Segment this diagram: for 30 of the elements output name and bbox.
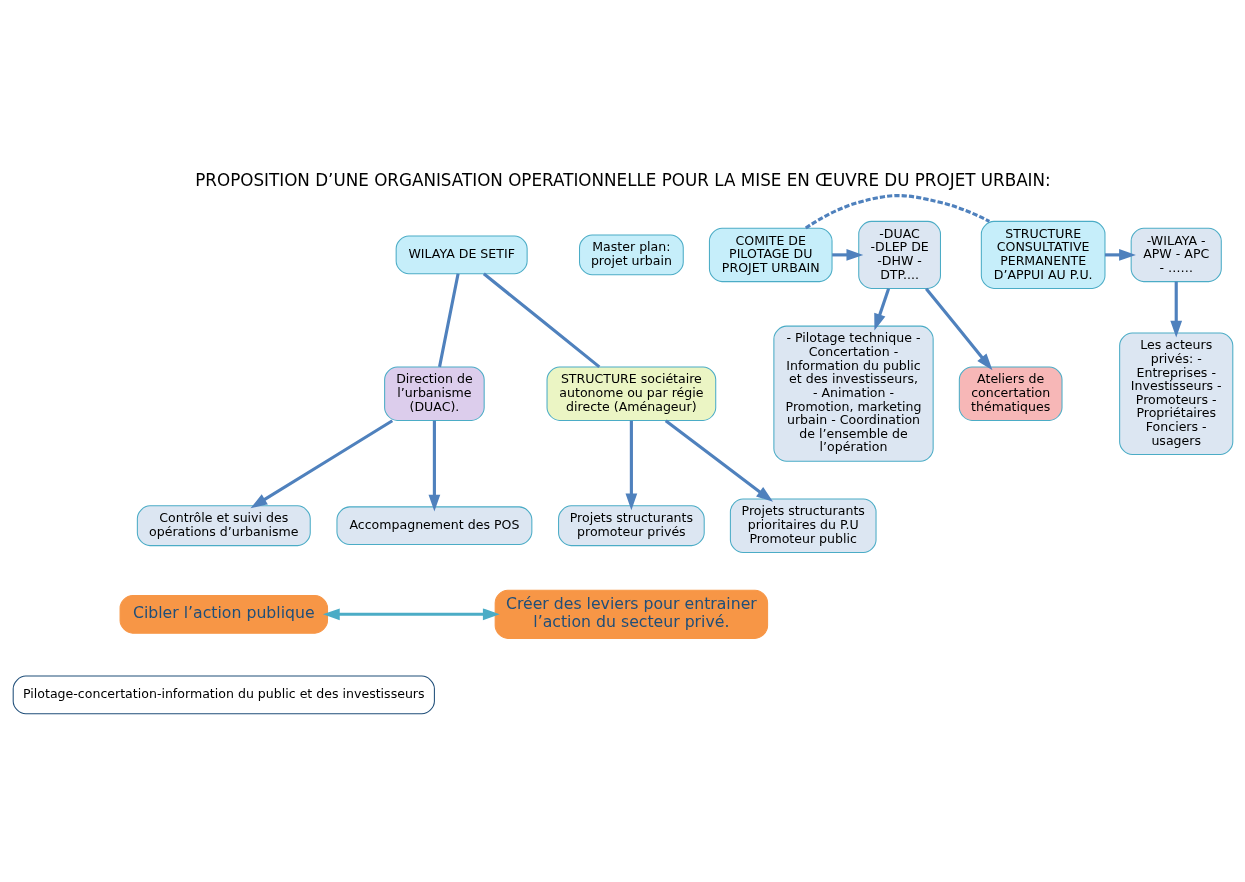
node-box: - Pilotage technique - Concertation - Information du public et des investisseurs, - Animation - Promotion, marketing urbain - Coordination de l’ensemble de l’opération xyxy=(772,325,934,462)
node-box: STRUCTURE sociétaire autonome ou par régie directe (Aménageur) xyxy=(546,366,716,421)
node-box: Créer des leviers pour entrainer l’action du secteur privé. xyxy=(494,589,768,639)
node-box: Accompagnement des POS xyxy=(335,506,532,546)
arrow xyxy=(428,420,440,512)
arrow xyxy=(873,288,890,331)
node-box: WILAYA DE SETIF xyxy=(395,235,528,275)
node-box: Master plan: projet urbain xyxy=(578,234,684,276)
node-box: STRUCTURE CONSULTATIVE PERMANENTE D’APPUI AU P.U. xyxy=(980,220,1105,289)
connector xyxy=(482,272,600,369)
node-box: Les acteurs privés: - Entreprises - Investisseurs - Promoteurs - Propriétaires Fonciers - usagers xyxy=(1118,332,1233,455)
node-box: Projets structurants prioritaires du P.U Promoteur public xyxy=(729,498,877,553)
arrow xyxy=(664,419,773,502)
node-box: Pilotage-concertation-information du public et des investisseurs xyxy=(12,675,435,715)
node-box: COMITE DE PILOTAGE DU PROJET URBAIN xyxy=(708,227,833,283)
arrow xyxy=(625,420,637,511)
arrow xyxy=(250,419,393,509)
connector xyxy=(804,194,990,230)
arrow xyxy=(924,287,992,371)
arrow xyxy=(1169,281,1182,338)
node-box: Direction de l’urbanisme (DUAC). xyxy=(383,366,485,421)
node-box: -WILAYA - APW - APC - …… xyxy=(1130,227,1222,283)
connector xyxy=(437,273,460,368)
node-box: -DUAC -DLEP DE -DHW - DTP.... xyxy=(857,220,941,289)
node-box: Projets structurants promoteur privés xyxy=(557,505,705,547)
node-box: Contrôle et suivi des opérations d’urbanisme xyxy=(136,505,311,547)
arrow xyxy=(322,608,500,621)
node-box: Cibler l’action publique xyxy=(119,594,328,634)
node-box: Ateliers de concertation thématiques xyxy=(958,366,1063,421)
diagram-title: PROPOSITION D’UNE ORGANISATION OPERATIONNELLE POUR LA MISE EN ŒUVRE DU PROJET URBAIN: xyxy=(194,169,1051,190)
